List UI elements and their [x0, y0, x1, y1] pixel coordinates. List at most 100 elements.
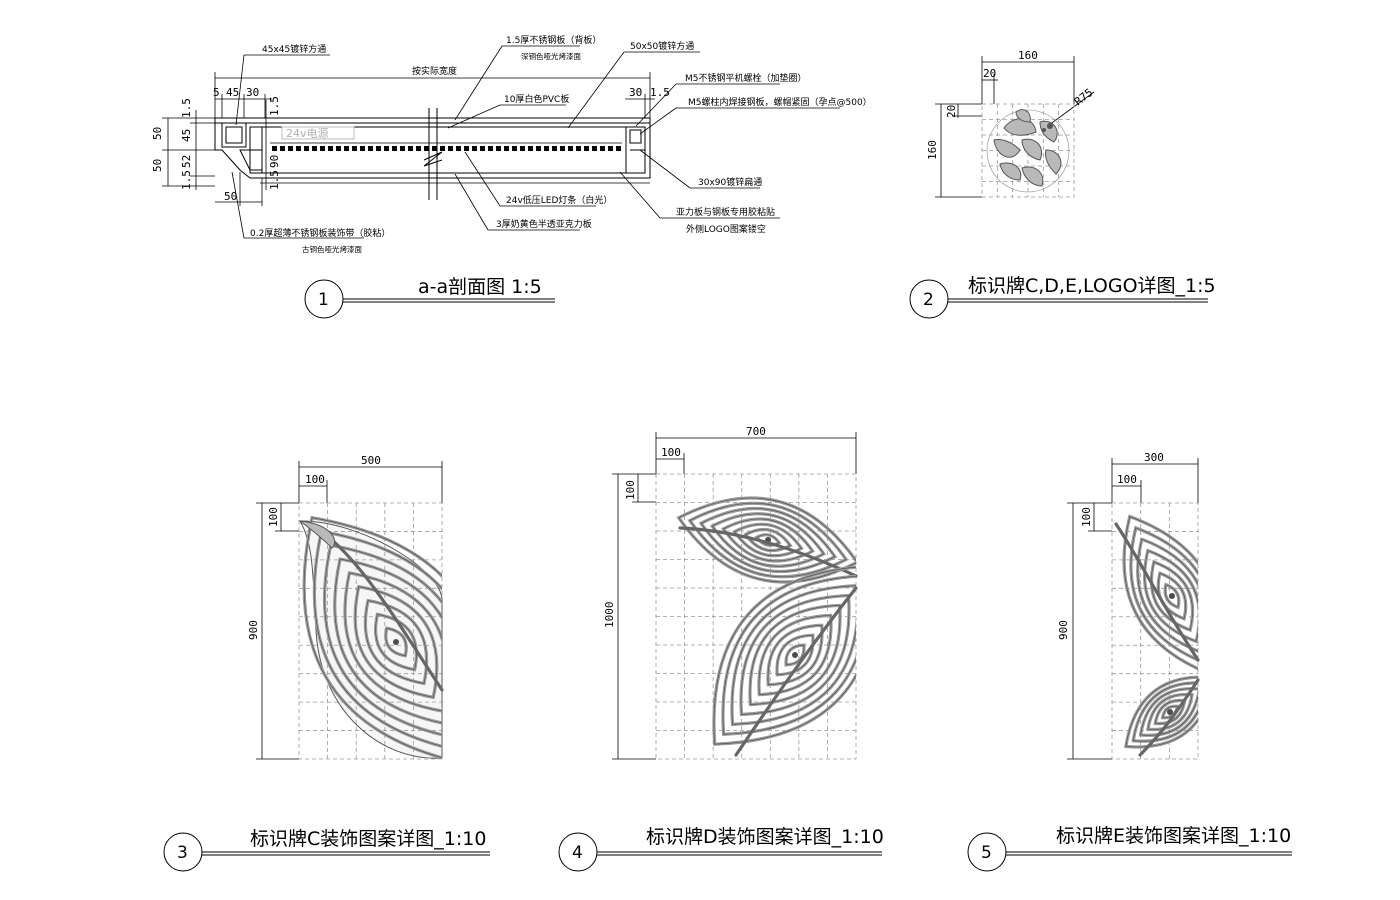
leaf-ring-edge [722, 518, 814, 562]
leaf-ring-edge [731, 585, 856, 725]
power-label: 24v电源 [286, 126, 329, 140]
panel-e-dim-h: 900 [1057, 620, 1070, 640]
leaf-ring-edge [324, 544, 442, 740]
dim-30-right: 30 [629, 86, 642, 99]
leaf-ring-edge [314, 531, 442, 753]
panel-e-detail: 300 100 900 100 5 标识牌E装饰图案详图_1:10 [967, 451, 1292, 872]
dim-5: 5 [213, 86, 220, 99]
label-trim: 0.2厚超薄不锈钢板装饰带（胶粘） [250, 227, 390, 239]
panel-d-leaf-top [676, 496, 856, 584]
leaf-ring-edge [1158, 572, 1186, 620]
panel-e-title: 标识牌E装饰图案详图_1:10 [1056, 825, 1291, 847]
panel-c-leaf [298, 515, 444, 759]
leaf-ring-edge [722, 575, 856, 735]
dim-50-b: 50 [151, 159, 164, 172]
panel-d-dim-grid: 100 [661, 446, 681, 459]
dim-52: 52 [180, 155, 193, 168]
logo-dim-h: 160 [926, 140, 939, 160]
dim-15-b: 1.5 [180, 170, 193, 190]
leaf-ring-edge [354, 586, 438, 698]
panel-e-dim-w: 300 [1144, 451, 1164, 464]
label-led: 24v低压LED灯条（白光） [506, 194, 612, 206]
panel-c-number: 3 [177, 843, 188, 863]
dim-width-label: 按实际宽度 [412, 65, 457, 77]
leaf-ring-edge [711, 513, 825, 567]
leaf-ring-edge [749, 605, 841, 705]
label-glue: 亚力板与钢板专用胶粘贴 [676, 206, 775, 218]
leaf-center [393, 639, 399, 645]
logo-dim-20b: 20 [945, 105, 958, 118]
leaf-center [1167, 709, 1173, 715]
leaf-ring-edge [365, 600, 427, 684]
leaf-ring-edge [1151, 561, 1193, 631]
leaf-ring-edge [1137, 538, 1198, 654]
leaf-ring-edge [1162, 705, 1178, 719]
label-bolt1: M5不锈钢平机螺栓（加垫圈） [685, 72, 807, 84]
leaf-ring-edge [334, 558, 442, 726]
panel-e-leaf-top [1122, 514, 1198, 678]
logo-emblem [986, 109, 1070, 193]
label-bolt2: M5螺柱内焊接钢板，螺帽紧固（孕点@500） [688, 96, 872, 108]
panel-e-dim-gridv: 100 [1080, 507, 1093, 527]
panel-c-dim-h: 900 [247, 620, 260, 640]
leaf-ring-edge [745, 529, 791, 551]
leaf-center [1169, 593, 1175, 599]
label-trim-finish: 古铜色哑光烤漆面 [302, 244, 362, 254]
leaf-ring-edge [1125, 676, 1198, 748]
leaf-ring-edge [1144, 550, 1198, 642]
leaf-ring-edge [375, 614, 417, 670]
dim-45-v: 45 [180, 129, 193, 142]
label-tube45: 45x45镀锌方通 [262, 43, 326, 55]
leaf-ring-edge [767, 624, 823, 686]
panel-d-number: 4 [572, 843, 583, 863]
section-detail: 按实际宽度 5 45 30 30 1.5 50 50 1.5 45 52 1.5… [151, 34, 872, 319]
panel-c-detail: 500 100 900 100 3 标识牌C装饰图案详图_1:10 [163, 454, 490, 872]
leaf-ring-edge [1164, 584, 1180, 608]
dim-15-c: 1.5 [268, 96, 281, 116]
panel-d-dim-gridv: 100 [624, 480, 637, 500]
panel-d-detail: 700 100 1000 100 4 标识牌D装饰图案详图_1:10 [558, 425, 884, 872]
dim-15-a: 1.5 [180, 98, 193, 118]
logo-number: 2 [923, 290, 934, 310]
leaf-ring-edge [385, 627, 407, 657]
leaf-ring-edge [689, 502, 847, 578]
leaf-center [792, 652, 798, 658]
panel-d-title: 标识牌D装饰图案详图_1:10 [646, 826, 884, 848]
panel-c-dim-grid: 100 [305, 473, 325, 486]
leaf-ring-edge [1140, 688, 1198, 736]
logo-detail: 160 20 160 20 R75 2 标识牌C,D,E, [909, 49, 1216, 319]
panel-c-dim-gridv: 100 [267, 507, 280, 527]
logo-title: 标识牌C,D,E,LOGO详图_1:5 [968, 275, 1216, 297]
leaf-ring-edge [1147, 694, 1193, 730]
dim-90: 90 [268, 155, 281, 168]
label-steel-finish: 深铜色哑光烤漆面 [521, 51, 581, 61]
dim-15-right: 1.5 [650, 86, 670, 99]
dim-50-a: 50 [151, 127, 164, 140]
panel-e-number: 5 [981, 843, 992, 863]
label-logo-hollow: 外侧LOGO图案镂空 [686, 223, 766, 235]
section-title: a-a剖面图 1:5 [418, 276, 542, 298]
leaf-ring-edge [1132, 682, 1198, 742]
leaf-ring-edge [344, 572, 442, 712]
dim-45: 45 [226, 86, 239, 99]
leaf-ring-edge [700, 508, 836, 572]
leaf-ring-edge [785, 644, 805, 666]
label-flat: 30x90镀锌扁通 [698, 176, 762, 188]
section-number: 1 [318, 290, 329, 310]
grid-border [298, 502, 443, 760]
leaf-ring-edge [758, 615, 832, 695]
logo-dim-20a: 20 [983, 67, 996, 80]
panel-c-title: 标识牌C装饰图案详图_1:10 [250, 828, 486, 850]
dim-50-bottom: 50 [224, 190, 237, 203]
leaf-ring-edge [1130, 527, 1198, 665]
leaf-ring-edge [678, 497, 856, 583]
leaf-ring-edge [303, 517, 442, 759]
label-tube50: 50x50镀锌方通 [630, 40, 694, 52]
leaf-ring-edge [756, 534, 780, 546]
dim-15-d: 1.5 [268, 170, 281, 190]
leaf-ring-edge [734, 524, 802, 556]
logo-dim-r: R75 [1072, 86, 1096, 108]
panel-e-dim-grid: 100 [1117, 473, 1137, 486]
panel-d-dim-h: 1000 [603, 602, 616, 629]
